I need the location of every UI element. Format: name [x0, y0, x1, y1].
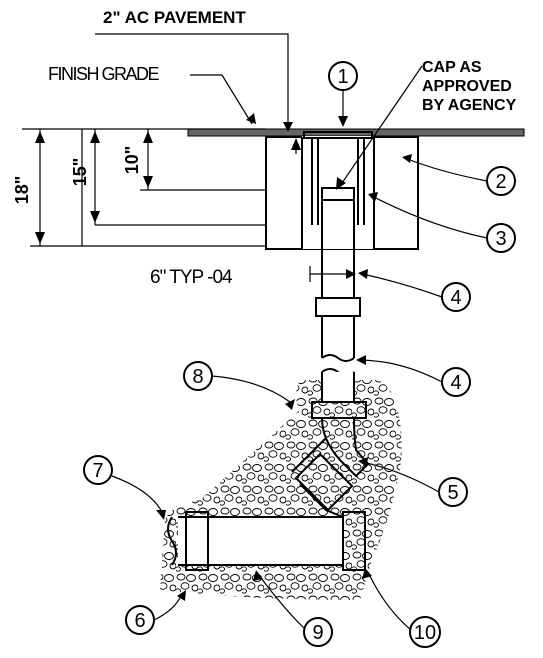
concrete-collar: [265, 136, 419, 250]
finish-grade-label: FINISH GRADE: [48, 64, 160, 84]
callout-9: 9: [253, 570, 333, 647]
callout-4a: 4: [358, 269, 471, 312]
cap-label-line3: BY AGENCY: [422, 97, 517, 114]
callout-8: 8: [183, 361, 295, 410]
svg-text:3: 3: [495, 228, 506, 250]
svg-text:6: 6: [134, 610, 145, 632]
callout-5: 5: [358, 457, 468, 507]
cap-label-line2: APPROVED: [422, 78, 512, 95]
dimension-10-label: 10": [122, 146, 142, 175]
svg-text:9: 9: [312, 622, 323, 644]
dimension-lines: [22, 128, 356, 282]
callout-4b: 4: [356, 355, 471, 397]
svg-text:5: 5: [447, 482, 458, 504]
svg-text:8: 8: [192, 366, 203, 388]
callout-7: 7: [83, 455, 166, 520]
pavement-leader: [95, 33, 289, 124]
dimension-18-label: 18": [12, 176, 32, 205]
svg-text:1: 1: [337, 66, 348, 88]
dimension-15-label: 15": [70, 158, 90, 187]
svg-text:4: 4: [450, 372, 461, 394]
callout-1: 1: [328, 61, 358, 127]
svg-text:10: 10: [414, 622, 436, 644]
svg-text:7: 7: [92, 460, 103, 482]
svg-text:4: 4: [450, 287, 461, 309]
pavement-label: 2" AC PAVEMENT: [103, 8, 246, 27]
wye-fitting-assembly: [167, 372, 370, 571]
callout-6: 6: [125, 590, 186, 635]
finish-grade-leader: [190, 74, 253, 125]
cap-leader: [339, 65, 423, 187]
callout-10: 10: [362, 568, 441, 648]
valve-box-frame: [303, 131, 373, 225]
svg-text:2: 2: [495, 171, 506, 193]
cap-label-line1: CAP AS: [422, 59, 482, 76]
callout-2: 2: [402, 154, 516, 196]
callout-3: 3: [368, 192, 516, 253]
typical-dimension-note: 6" TYP -04: [150, 267, 233, 288]
